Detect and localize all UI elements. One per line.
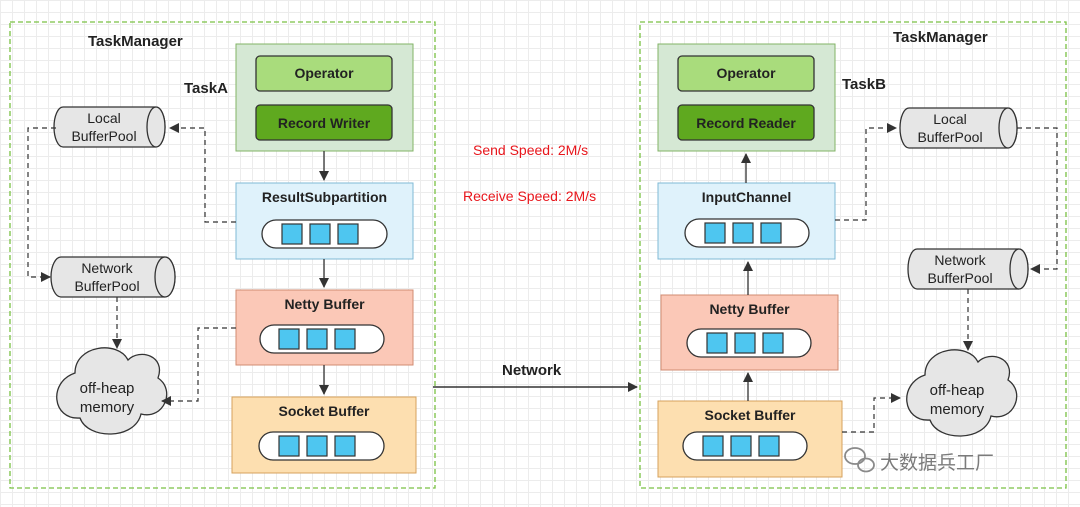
left-socket-queue xyxy=(258,431,385,461)
right-netty-queue xyxy=(686,328,812,358)
left-taskmanager-container xyxy=(9,21,436,489)
right-local-bufferpool-cylinder xyxy=(899,107,1018,149)
arrow-subpartition-to-local-pool xyxy=(169,123,236,223)
left-operator-box xyxy=(255,55,393,92)
input-channel-title: InputChannel xyxy=(701,189,792,205)
receive-speed-text: Receive Speed: 2M/s xyxy=(463,188,597,204)
right-operator-box xyxy=(677,55,815,92)
record-reader-box xyxy=(677,104,815,141)
left-operator-label-wrap: Operator xyxy=(256,56,392,91)
right-channel-queue xyxy=(684,218,810,248)
arrow-netty-to-memory xyxy=(161,327,236,406)
right-network-bufferpool-label: Network BufferPool xyxy=(927,252,993,286)
taskb-label: TaskB xyxy=(842,76,886,93)
arrow-channel-to-local-pool xyxy=(835,123,897,221)
right-socket-buffer-title: Socket Buffer xyxy=(704,407,796,423)
left-netty-buffer-title: Netty Buffer xyxy=(284,296,365,312)
right-operator-label-wrap: Operator xyxy=(678,56,814,91)
left-netty-queue xyxy=(259,324,385,354)
left-subpartition-queue xyxy=(261,219,388,249)
left-operator-label: Operator xyxy=(294,65,354,81)
arrow-local-to-network-pool-right xyxy=(1017,127,1058,274)
left-network-bufferpool-cylinder xyxy=(50,256,176,298)
wechat-icon xyxy=(844,447,875,473)
record-reader-label: Record Reader xyxy=(696,115,796,131)
result-subpartition-title: ResultSubpartition xyxy=(261,189,388,205)
left-local-bufferpool-cylinder xyxy=(53,106,166,148)
right-offheap-memory-cloud xyxy=(906,349,1018,437)
send-speed-text: Send Speed: 2M/s xyxy=(473,142,589,158)
right-taskmanager-title: TaskManager xyxy=(893,29,988,46)
record-writer-label-wrap: Record Writer xyxy=(256,105,392,140)
left-taskmanager-title: TaskManager xyxy=(88,33,183,50)
arrow-socket-to-memory-right xyxy=(842,393,901,433)
right-taskmanager-container xyxy=(639,21,1067,489)
right-netty-buffer-title: Netty Buffer xyxy=(709,301,790,317)
taska-label: TaskA xyxy=(184,80,228,97)
right-offheap-memory-label: off-heap memory xyxy=(929,382,985,418)
right-socket-queue xyxy=(682,431,808,461)
watermark-text: 大数据兵工厂 xyxy=(880,453,995,474)
network-label: Network xyxy=(502,362,562,379)
left-socket-buffer-title: Socket Buffer xyxy=(278,403,370,419)
record-reader-label-wrap: Record Reader xyxy=(678,105,814,140)
left-offheap-memory-label: off-heap memory xyxy=(79,380,135,416)
record-writer-box xyxy=(255,104,393,141)
left-local-bufferpool-label: Local BufferPool xyxy=(71,110,137,144)
record-writer-label: Record Writer xyxy=(277,115,371,131)
right-operator-label: Operator xyxy=(716,65,776,81)
right-network-bufferpool-cylinder xyxy=(907,248,1029,290)
right-local-bufferpool-label: Local BufferPool xyxy=(917,111,983,145)
left-network-bufferpool-label: Network BufferPool xyxy=(74,260,140,294)
arrow-local-to-network-pool xyxy=(27,127,56,282)
